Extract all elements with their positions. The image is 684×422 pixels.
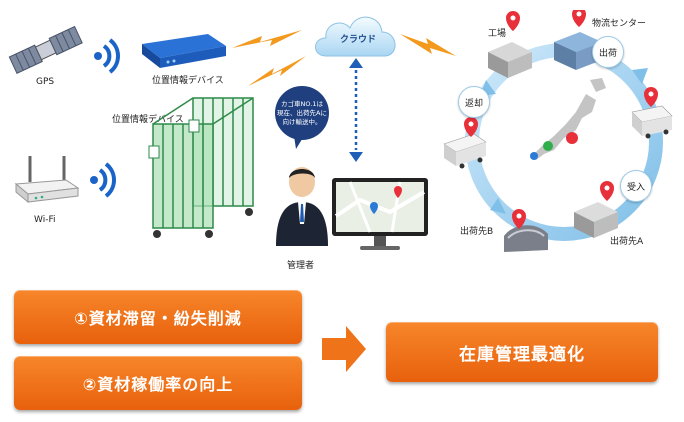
logistics-center-label: 物流センター: [592, 19, 647, 29]
result-box: 在庫管理最適化: [386, 322, 658, 382]
bubble-tail: [294, 136, 304, 149]
result-arrow-icon: [322, 326, 366, 372]
wireless-signal-icon: [90, 162, 116, 198]
lightning-icon: [248, 56, 306, 86]
return-label: 返却: [458, 86, 490, 118]
lightning-icon: [400, 34, 456, 56]
dest-a-label: 出荷先A: [610, 237, 644, 247]
dest-b-label: 出荷先B: [460, 227, 494, 237]
bubble-line-2: 現在、出荷先Aに: [277, 108, 327, 117]
benefit-box-2: ②資材稼働率の向上: [14, 356, 302, 410]
location-device-icon: [142, 34, 226, 68]
device-top-label: 位置情報デバイス: [152, 76, 224, 86]
factory-label: 工場: [488, 29, 507, 39]
bubble-line-1: カゴ車NO.1は: [281, 99, 323, 108]
monitor-map-icon: [332, 178, 428, 250]
cloud-icon: [315, 16, 396, 57]
manager-icon: [276, 167, 328, 246]
cargo-cage-icon: [148, 97, 254, 238]
bubble-line-3: 向け輸送中。: [282, 117, 322, 126]
logistics-cycle: [443, 10, 673, 252]
manager-label: 管理者: [287, 261, 315, 271]
wireless-signal-icon: [94, 38, 120, 74]
wifi-router-icon: [14, 156, 80, 204]
lightning-icon: [232, 30, 302, 48]
wifi-label: Wi-Fi: [34, 215, 56, 225]
device-mid-label: 位置情報デバイス: [112, 115, 184, 125]
benefit-box-1: ①資材滞留・紛失削減: [14, 290, 302, 344]
status-bubble: カゴ車NO.1は 現在、出荷先Aに 向け輸送中。: [275, 86, 329, 140]
receiving-label: 受入: [620, 170, 652, 202]
satellite-icon: [8, 25, 83, 74]
shipping-label: 出荷: [592, 36, 624, 68]
gps-label: GPS: [36, 77, 55, 87]
cloud-label: クラウド: [340, 35, 377, 45]
sync-arrow-icon: [349, 58, 363, 162]
